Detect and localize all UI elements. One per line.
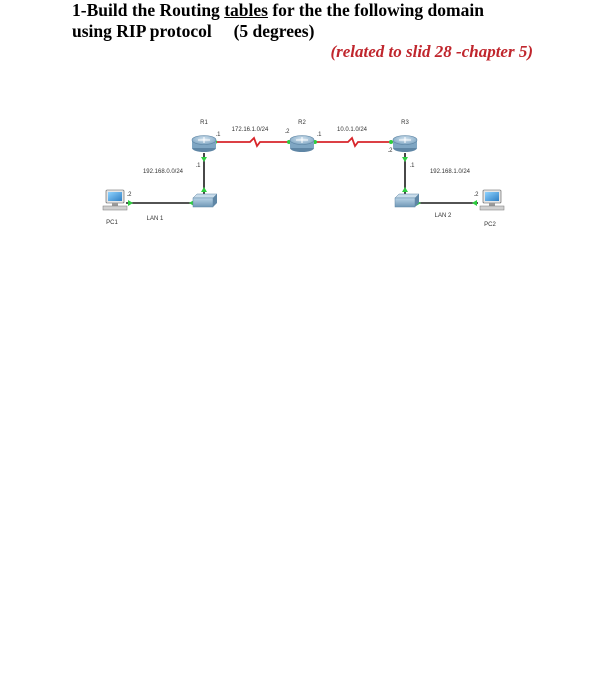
network-lan2-label: 192.168.1.0/24 [430,169,471,175]
iface-r2-to-r3-label: .1 [316,132,322,138]
iface-r2-to-r1-label: .2 [284,129,290,135]
serial-link-r2-r3 [312,136,394,148]
pc1-label: PC1 [106,220,118,226]
router-r1 [191,135,217,152]
network-r1-r2-label: 172.16.1.0/24 [232,127,269,133]
network-r2-r3-label: 10.0.1.0/24 [337,127,368,133]
iface-r3-to-lan2-label: .1 [409,163,415,169]
title-underlined-word: tables [224,0,268,20]
question-title-line-2: using RIP protocol (5 degrees) [72,21,315,41]
reference-note: (related to slid 28 -chapter 5) [330,42,533,61]
iface-r1-to-lan1-label: .1 [195,163,201,169]
router-r3-label: R3 [401,120,409,126]
title-suffix: for the the following domain [267,0,484,20]
switch-lan1 [192,193,218,208]
iface-r3-to-r2-label: .2 [387,148,393,154]
router-r1-label: R1 [200,120,208,126]
router-r2-label: R2 [298,120,306,126]
network-lan1-label: 192.168.0.0/24 [143,169,184,175]
switch-lan2 [394,193,420,208]
question-title-line-1: 1-Build the Routing tables for the the f… [72,0,484,21]
serial-link-r1-r2 [212,136,292,148]
iface-r1-to-r2-label: .1 [215,132,221,138]
title-prefix: 1-Build the Routing [72,0,225,20]
iface-pc2-label: .2 [473,192,479,198]
switch-lan2-label: LAN 2 [435,213,452,219]
pc1-computer [102,189,128,211]
pc2-computer [479,189,505,211]
router-r2 [289,135,315,152]
pc2-label: PC2 [484,222,496,228]
switch-lan1-label: LAN 1 [147,216,164,222]
router-r3 [392,135,418,152]
iface-pc1-label: .2 [126,192,132,198]
